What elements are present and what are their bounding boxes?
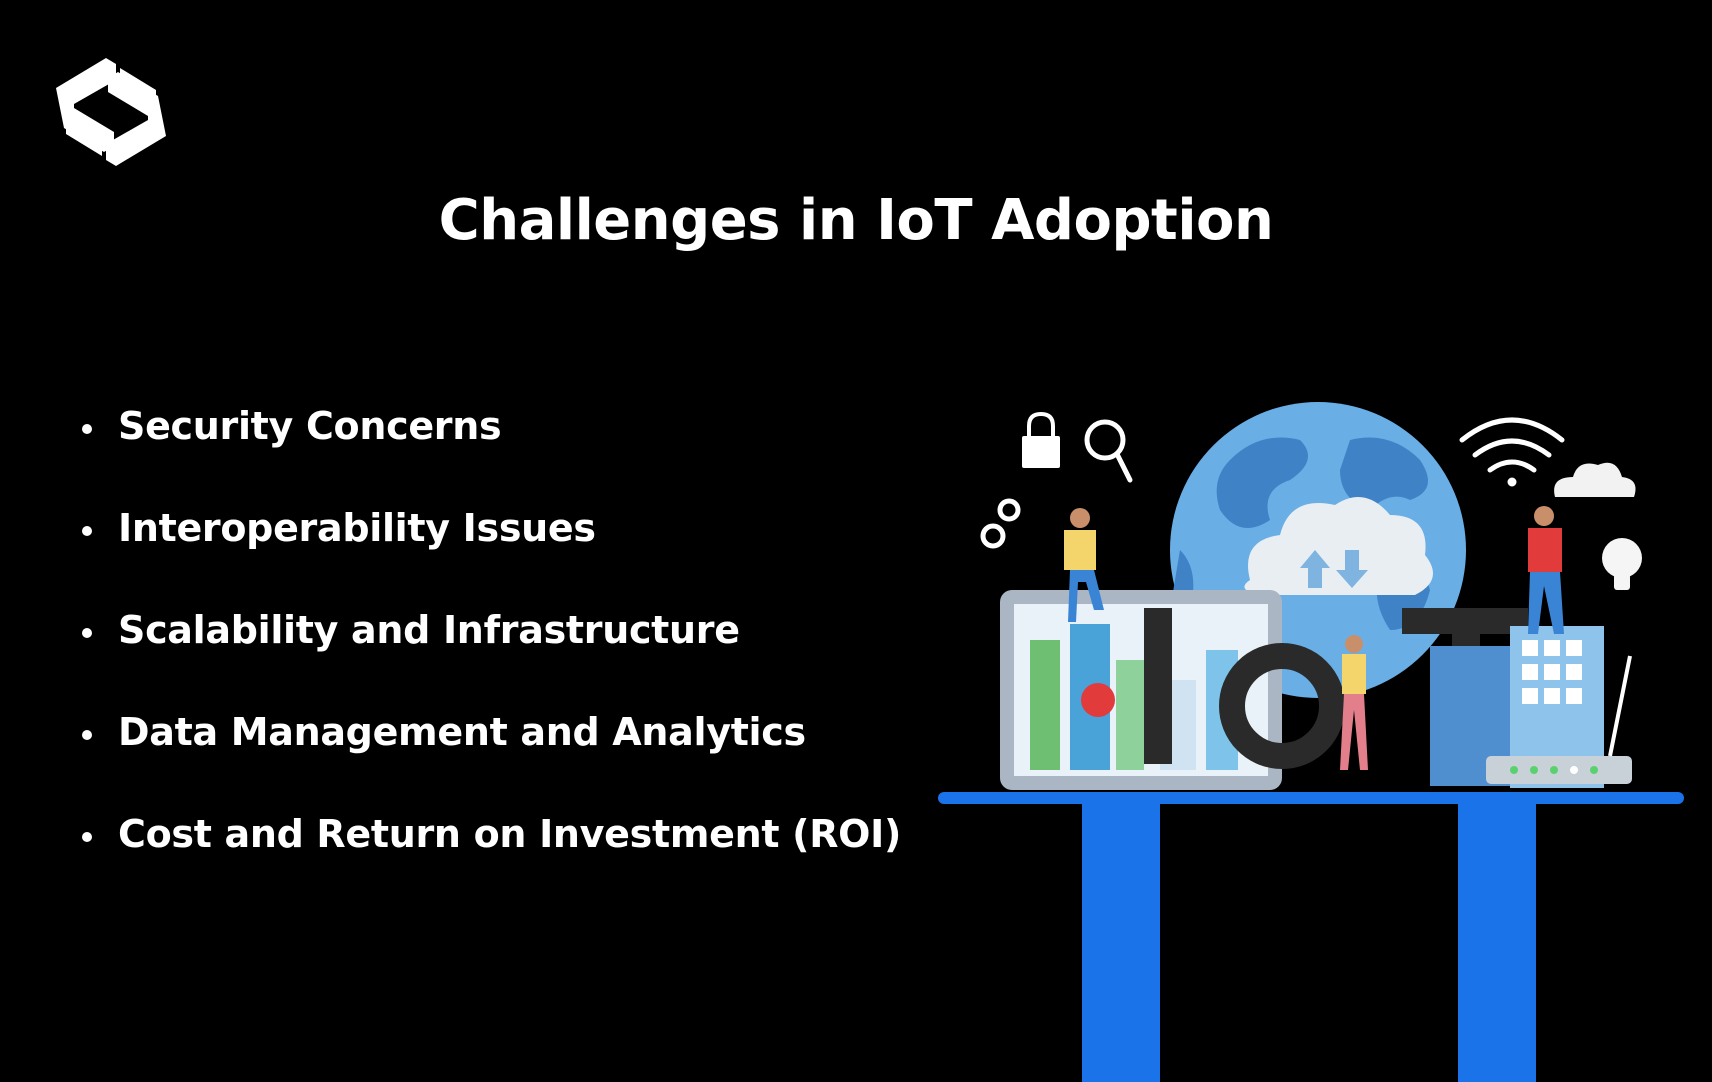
bullet-icon: [82, 424, 92, 434]
list-item: Data Management and Analytics: [80, 710, 901, 812]
list-item-label: Cost and Return on Investment (ROI): [118, 812, 902, 856]
list-item-label: Scalability and Infrastructure: [118, 608, 740, 652]
person-presenting: [1528, 506, 1564, 634]
bullet-icon: [82, 628, 92, 638]
wifi-icon: [1459, 417, 1565, 487]
challenges-list: Security Concerns Interoperability Issue…: [80, 404, 901, 914]
list-item: Security Concerns: [80, 404, 901, 506]
lightbulb-icon: [1602, 538, 1642, 590]
list-item: Scalability and Infrastructure: [80, 608, 901, 710]
list-item-label: Security Concerns: [118, 404, 502, 448]
bullet-icon: [82, 730, 92, 740]
list-item: Cost and Return on Investment (ROI): [80, 812, 901, 914]
person-standing: [1340, 635, 1368, 770]
magnifier-icon: [1084, 419, 1133, 483]
person-sitting: [1064, 508, 1104, 622]
iot-illustration: [938, 402, 1684, 1082]
table: [938, 792, 1684, 1082]
gear-icon: [980, 498, 1021, 549]
cloud-upload-icon: [1244, 497, 1433, 595]
cloud-icon: [1554, 462, 1636, 497]
page-title: Challenges in IoT Adoption: [438, 188, 1274, 253]
list-item-label: Interoperability Issues: [118, 506, 596, 550]
router-icon: [1486, 655, 1632, 784]
list-item: Interoperability Issues: [80, 506, 901, 608]
list-item-label: Data Management and Analytics: [118, 710, 806, 754]
dashboard-screen: [1000, 590, 1282, 790]
brand-logo: [56, 58, 166, 166]
bullet-icon: [82, 526, 92, 536]
lock-icon: [1022, 411, 1060, 468]
bullet-icon: [82, 832, 92, 842]
